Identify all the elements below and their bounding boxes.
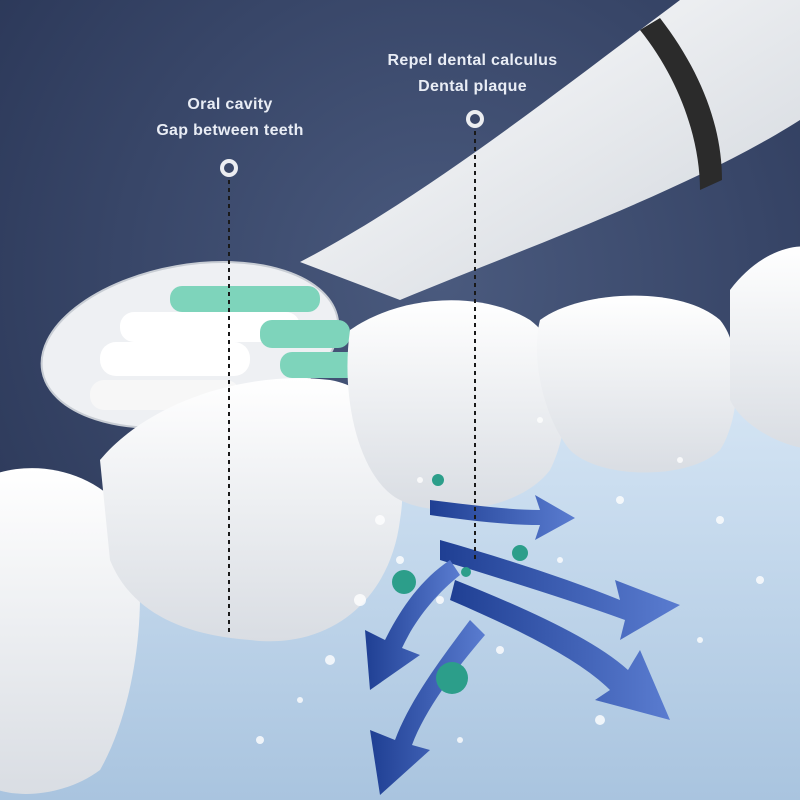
tooth-right: [536, 295, 737, 473]
tooth-left: [0, 468, 140, 794]
callout-left-line2: Gap between teeth: [156, 122, 304, 139]
tooth-front: [100, 378, 403, 642]
callout-left-line1: Oral cavity: [187, 96, 273, 113]
toothbrush: [40, 0, 800, 429]
flow-arrow: [365, 560, 460, 690]
teeth: [0, 246, 800, 794]
handle-chrome-ring: [640, 18, 722, 190]
bacteria: [392, 474, 528, 694]
callout-dental-calculus: Repel dental calculus Dental plaque: [365, 48, 580, 100]
callout-right-line1: Repel dental calculus: [387, 52, 558, 69]
callout-left-marker: [220, 159, 238, 635]
callout-oral-cavity: Oral cavity Gap between teeth: [130, 92, 330, 144]
flow-arrow: [430, 495, 575, 540]
flow-arrow: [450, 580, 670, 720]
bacterium: [432, 474, 444, 486]
bacterium: [461, 567, 471, 577]
bacterium: [392, 570, 416, 594]
tooth-far-right: [730, 246, 800, 448]
bristles: [90, 286, 360, 410]
callout-right-marker: [466, 110, 484, 560]
callout-right-line2: Dental plaque: [418, 78, 527, 95]
tooth-middle: [347, 300, 566, 510]
flow-arrow: [440, 540, 680, 640]
bacterium: [436, 662, 468, 694]
water-splash: [256, 417, 764, 744]
bacterium: [512, 545, 528, 561]
